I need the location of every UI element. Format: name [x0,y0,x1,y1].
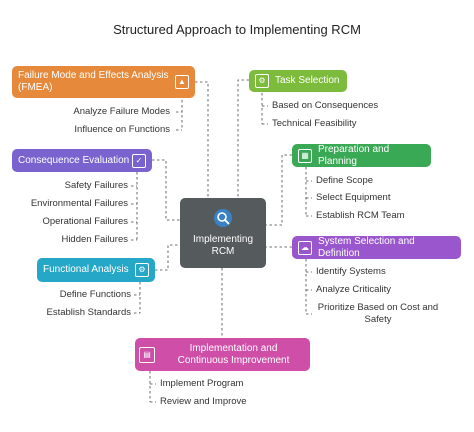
consequence-item-2: Environmental Failures [30,198,128,209]
consequence-item-3: Operational Failures [42,216,128,227]
gears-icon: ⚙ [255,74,269,88]
monitor-gear-icon: ⚙ [135,263,149,277]
cloud-gear-icon: ☁ [298,240,312,255]
improve-item-2: Review and Improve [160,396,247,407]
task-item-2: Technical Feasibility [272,118,357,129]
functional-item-1: Define Functions [59,289,131,300]
node-system-label: System Selection and Definition [318,235,415,259]
node-task-selection: ⚙ Task Selection [249,70,347,92]
diagram-title: Structured Approach to Implementing RCM [113,22,361,37]
prep-item-1: Define Scope [316,175,374,186]
node-consequence-evaluation: Consequence Evaluation ✓ [12,149,152,172]
node-fmea: Failure Mode and Effects Analysis (FMEA)… [12,66,195,98]
clipboard-icon: ✓ [132,153,146,168]
node-task-label: Task Selection [275,75,340,86]
node-prep-label: Preparation and Planning [318,143,390,167]
node-preparation-planning: ▦ Preparation and Planning [292,144,431,167]
triangle-chart-icon: ▲ [175,75,189,89]
hierarchy-icon: ▦ [298,148,312,163]
fmea-item-1: Analyze Failure Modes [73,106,170,117]
node-functional-analysis: Functional Analysis ⚙ [37,258,155,282]
consequence-item-1: Safety Failures [64,180,128,191]
central-node: Implementing RCM [180,198,266,268]
node-improve-label: Implementation and Continuous Improvemen… [177,342,290,366]
node-system-selection: ☁ System Selection and Definition [292,236,461,259]
functional-item-2: Establish Standards [46,307,132,318]
node-consequence-label: Consequence Evaluation [18,154,130,166]
system-item-3: Prioritize Based on Cost and Safety [317,302,439,325]
node-fmea-label: Failure Mode and Effects Analysis (FMEA) [18,70,169,93]
improve-item-1: Implement Program [160,378,244,389]
fmea-item-2: Influence on Functions [74,124,170,135]
magnifier-gear-icon [214,209,232,227]
consequence-item-4: Hidden Failures [61,234,128,245]
central-label-line2: RCM [211,246,235,257]
node-implementation-improvement: ▤ Implementation and Continuous Improvem… [135,338,310,371]
central-label-line1: Implementing [192,234,254,245]
node-functional-label: Functional Analysis [43,264,129,275]
system-item-1: Identify Systems [316,266,386,277]
prep-item-3: Establish RCM Team [316,210,405,221]
prep-item-2: Select Equipment [316,192,391,203]
system-item-2: Analyze Criticality [316,284,391,295]
factory-icon: ▤ [139,346,155,363]
task-item-1: Based on Consequences [272,100,379,111]
